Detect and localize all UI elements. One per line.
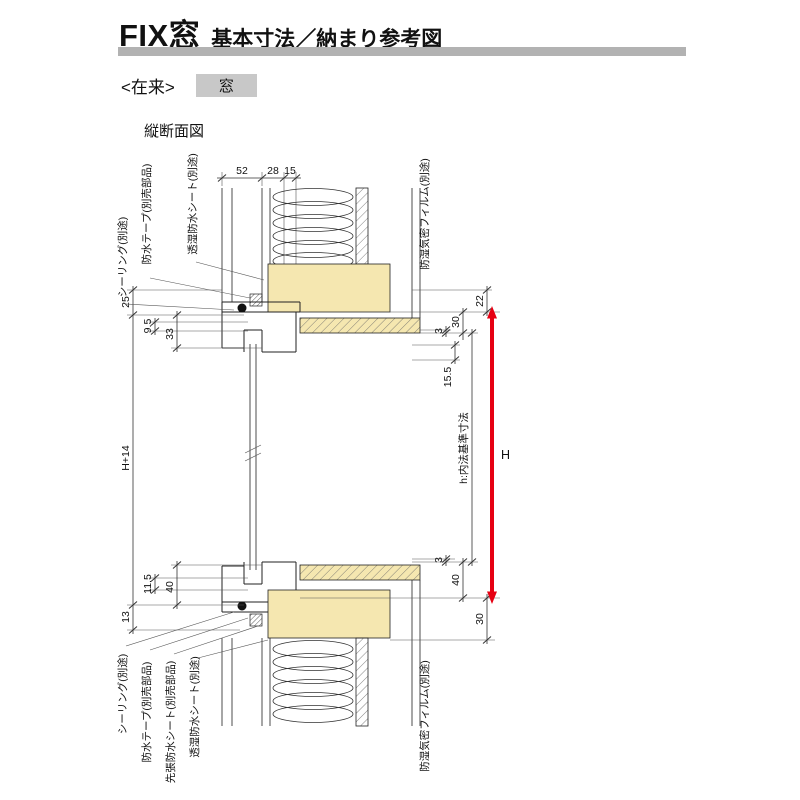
dim-right-3-bottom: 3	[433, 557, 445, 563]
category-label: <在来>	[121, 78, 175, 97]
callout-tape-top: 防水テープ(別売部品)	[140, 164, 153, 265]
dim-left-11_5: 11.5	[142, 574, 154, 594]
dim-right-15_5: 15.5	[442, 367, 454, 388]
dim-top-28: 28	[267, 165, 279, 177]
dim-left-13: 13	[120, 611, 132, 623]
dim-chains-left: 25 9.5 33 H+14 11.5 40 13	[120, 286, 262, 634]
dim-left-25: 25	[120, 296, 132, 308]
sill-lumber	[267, 589, 391, 639]
callout-sheet-top: 透湿防水シート(別途)	[186, 153, 199, 255]
dim-right-inner-height: h:内法基準寸法	[457, 412, 470, 484]
dim-right-22: 22	[474, 295, 486, 307]
title-sub: 基本寸法／納まり参考図	[211, 28, 443, 51]
insulation-upper	[272, 188, 354, 270]
section-title: 縦断面図	[144, 123, 205, 140]
interior-board-top	[299, 317, 421, 334]
sealant-top	[237, 303, 247, 313]
waterproof-tape-top	[249, 293, 263, 307]
height-arrow-head-top	[487, 306, 497, 319]
callout-pre-sheet-bottom: 先張防水シート(別売部品)	[164, 661, 177, 784]
callouts-top: シーリング(別途) 防水テープ(別売部品) 透湿防水シート(別途) 防湿気密フィ…	[116, 153, 431, 311]
height-arrow-head-bottom	[487, 591, 497, 604]
callout-sealing-top: シーリング(別途)	[116, 217, 129, 298]
callout-film-bottom: 防湿気密フィルム(別途)	[418, 660, 431, 772]
dim-right-H: H	[501, 448, 510, 462]
wall-upper	[221, 187, 421, 318]
callout-film-top: 防湿気密フィルム(別途)	[418, 158, 431, 270]
callout-sealing-bottom: シーリング(別途)	[116, 654, 129, 735]
title-underline-bar	[118, 47, 686, 56]
insulation-lower	[272, 640, 354, 723]
dim-left-9_5: 9.5	[142, 319, 154, 334]
interior-board-bottom	[299, 564, 421, 581]
waterproof-tape-bottom	[249, 613, 263, 627]
callouts-bottom: シーリング(別途) 防水テープ(別売部品) 先張防水シート(別売部品) 透湿防水…	[116, 611, 431, 784]
frame-head	[221, 293, 301, 353]
callout-sheet-bottom: 透湿防水シート(別途)	[188, 656, 201, 758]
dim-right-30-top: 30	[450, 316, 462, 328]
dim-chains-right: 22 30 3 15.5 h:内法基準寸法 3 40 30	[300, 286, 500, 644]
dim-top-52: 52	[236, 165, 248, 177]
dim-left-h-plus-14: H+14	[120, 445, 132, 471]
dim-right-40-bottom: 40	[450, 574, 462, 586]
glass-panel	[244, 344, 262, 570]
category-badge: 窓	[195, 74, 257, 97]
frame-sill	[221, 561, 301, 627]
dim-chain-top: 52 28 15	[217, 165, 301, 310]
callout-tape-bottom: 防水テープ(別売部品)	[140, 662, 153, 763]
sheathing-hatch-upper	[355, 187, 369, 265]
dim-top-15: 15	[284, 165, 296, 177]
sealant-bottom	[237, 601, 247, 611]
dim-right-3-top: 3	[433, 328, 445, 334]
height-arrow: H	[487, 306, 510, 604]
sheathing-hatch-lower	[355, 637, 369, 727]
wall-lower	[221, 580, 421, 727]
dim-left-33: 33	[164, 328, 176, 340]
header-lumber	[267, 263, 391, 313]
category-row: <在来> 窓	[121, 73, 257, 98]
dim-right-30-bottom: 30	[474, 613, 486, 625]
dim-left-40: 40	[164, 581, 176, 593]
